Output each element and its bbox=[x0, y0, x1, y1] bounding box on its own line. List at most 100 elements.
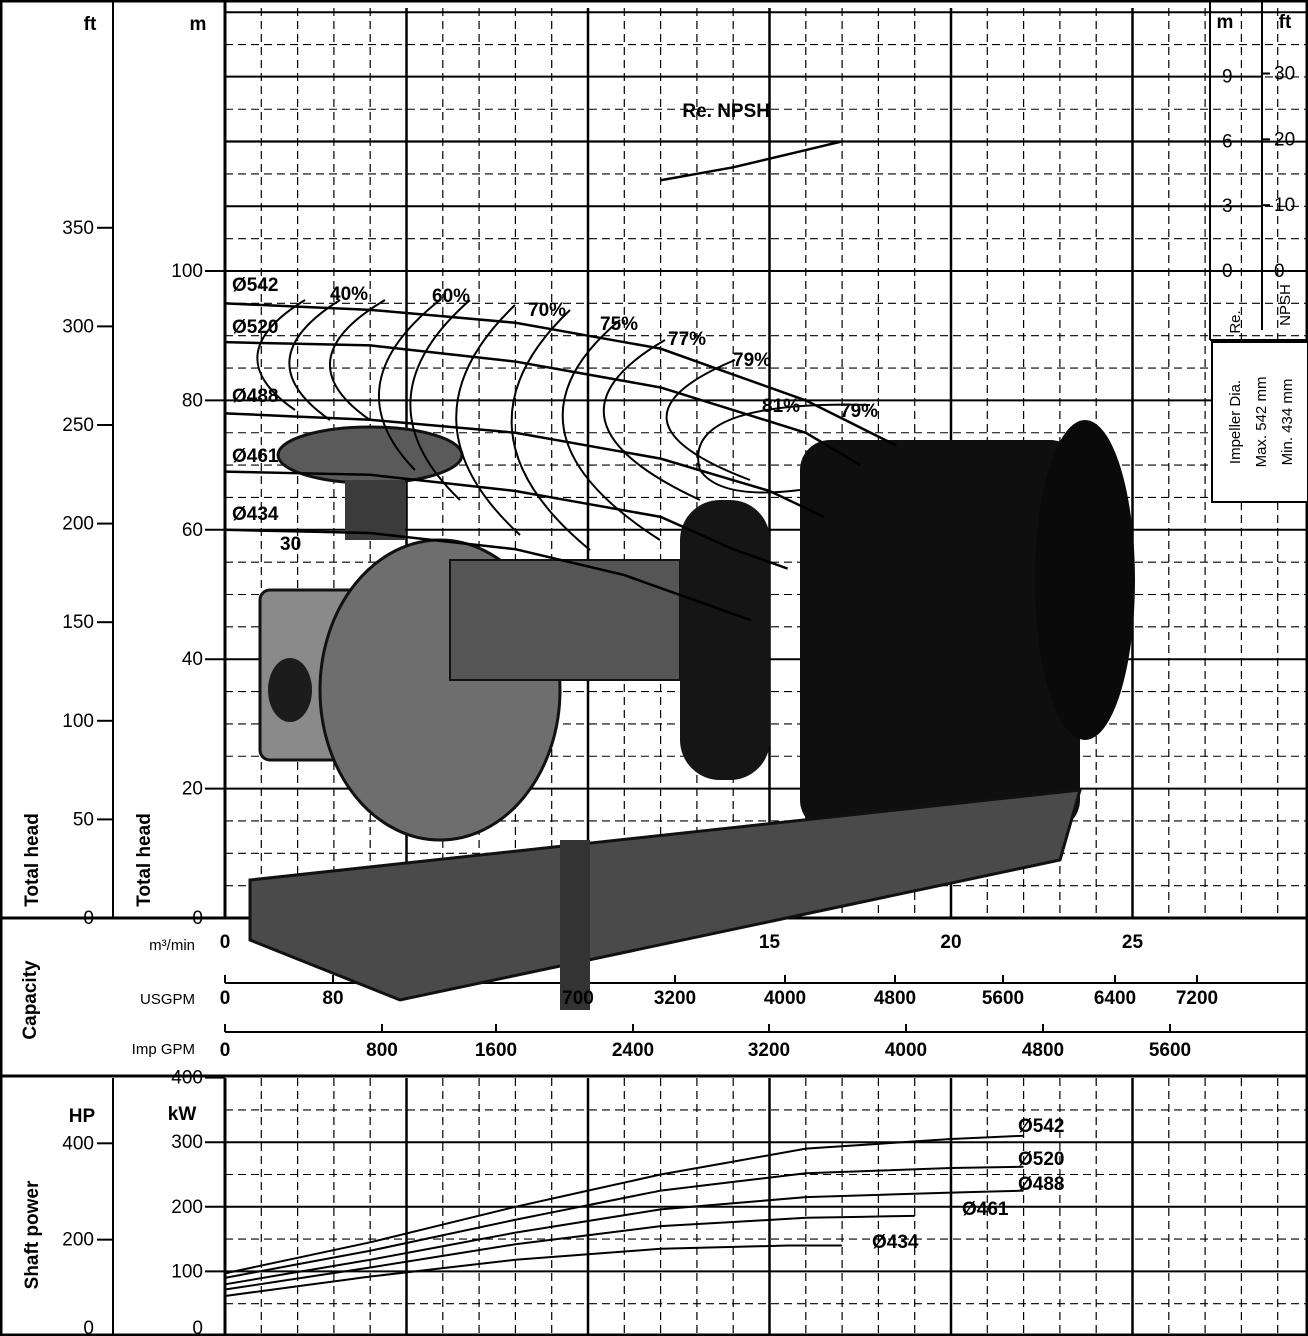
capacity-unit-m3min: m³/min bbox=[149, 937, 195, 954]
efficiency-label: 79% bbox=[840, 401, 878, 422]
npsh-tick-ft: 20 bbox=[1274, 129, 1295, 150]
head-tick-ft: 150 bbox=[62, 612, 94, 633]
pump-motor-end bbox=[1035, 420, 1135, 740]
tick-usgpm: 3200 bbox=[654, 988, 696, 1009]
efficiency-iso-line bbox=[409, 299, 471, 501]
efficiency-label: 79% bbox=[733, 350, 771, 371]
efficiency-iso-line bbox=[665, 359, 751, 481]
tick-usgpm: 6400 bbox=[1094, 988, 1136, 1009]
power-curve-d461 bbox=[224, 1214, 915, 1291]
head-curve-d461 bbox=[224, 470, 789, 570]
tick-usgpm: 80 bbox=[322, 988, 343, 1009]
pump-motor-body bbox=[800, 440, 1080, 830]
efficiency-label: 81% bbox=[762, 396, 800, 417]
efficiency-label: 30 bbox=[280, 534, 301, 555]
npsh-tick-ft: 10 bbox=[1274, 195, 1295, 216]
tick-impgpm: 1600 bbox=[475, 1040, 517, 1061]
power-curve-d434 bbox=[224, 1244, 843, 1297]
power-tick-kw: 0 bbox=[192, 1318, 203, 1336]
tick-usgpm: 700 bbox=[562, 988, 594, 1009]
efficiency-iso-line bbox=[455, 304, 521, 536]
power-curve-label: Ø542 bbox=[1018, 1116, 1064, 1137]
power-curve-d520 bbox=[224, 1165, 1025, 1279]
head-tick-ft: 100 bbox=[62, 711, 94, 732]
npsh-curve-label: Re. NPSH bbox=[682, 101, 770, 122]
tick-impgpm: 4000 bbox=[885, 1040, 927, 1061]
head-curve-label: Ø488 bbox=[232, 386, 278, 407]
head-tick-m: 60 bbox=[182, 520, 203, 541]
head-tick-ft: 350 bbox=[62, 218, 94, 239]
tick-m3min: 0 bbox=[220, 932, 231, 953]
tick-usgpm: 4000 bbox=[764, 988, 806, 1009]
tick-usgpm: 4800 bbox=[874, 988, 916, 1009]
power-tick-hp: 400 bbox=[62, 1133, 94, 1154]
impeller-note-line2: Max. 542 mm bbox=[1253, 377, 1270, 468]
tick-impgpm: 3200 bbox=[748, 1040, 790, 1061]
efficiency-iso-line bbox=[377, 299, 441, 471]
impeller-note-box bbox=[1211, 341, 1308, 503]
power-curve-label: Ø488 bbox=[1018, 1174, 1064, 1195]
power-curve-label: Ø461 bbox=[962, 1199, 1009, 1220]
power-tick-kw: 400 bbox=[171, 1068, 203, 1089]
tick-impgpm: 2400 bbox=[612, 1040, 654, 1061]
pump-neck bbox=[345, 480, 405, 540]
pump-baseplate bbox=[248, 788, 1083, 1002]
impeller-note-line1: Impeller Dia. bbox=[1227, 380, 1244, 464]
efficiency-label: 60% bbox=[432, 286, 470, 307]
npsh-tick-m: 0 bbox=[1222, 261, 1233, 282]
power-tick-hp: 200 bbox=[62, 1230, 94, 1251]
head-tick-ft: 0 bbox=[83, 908, 94, 929]
power-curve-label: Ø520 bbox=[1018, 1149, 1064, 1170]
power-curve-d542 bbox=[224, 1134, 1025, 1275]
head-tick-m: 20 bbox=[182, 779, 203, 800]
npsh-tick-m: 3 bbox=[1222, 196, 1233, 217]
capacity-unit-usgpm: USGPM bbox=[140, 991, 195, 1008]
head-tick-m: 0 bbox=[192, 908, 203, 929]
head-curve-label: Ø520 bbox=[232, 317, 278, 338]
power-ylabel: Shaft power bbox=[22, 1180, 43, 1289]
head-curve-d488 bbox=[224, 412, 825, 518]
tick-usgpm: 7200 bbox=[1176, 988, 1218, 1009]
ylabel-ft: Total head bbox=[22, 813, 43, 907]
pump-coupling-guard bbox=[680, 500, 770, 780]
tick-m3min: 20 bbox=[940, 932, 961, 953]
npsh-axis-label-2: NPSH bbox=[1277, 284, 1294, 326]
head-tick-m: 100 bbox=[171, 261, 203, 282]
tick-impgpm: 4800 bbox=[1022, 1040, 1064, 1061]
tick-impgpm: 5600 bbox=[1149, 1040, 1191, 1061]
efficiency-label: 40% bbox=[330, 284, 368, 305]
npsh-unit-m: m bbox=[1217, 12, 1234, 33]
head-tick-ft: 200 bbox=[62, 514, 94, 535]
unit-ft: ft bbox=[84, 14, 97, 35]
ylabel-m: Total head bbox=[134, 813, 155, 907]
tick-usgpm: 5600 bbox=[982, 988, 1024, 1009]
tick-m3min: 15 bbox=[759, 932, 781, 953]
efficiency-iso-line bbox=[288, 299, 341, 421]
head-tick-m: 40 bbox=[182, 649, 203, 670]
capacity-unit-impgpm: Imp GPM bbox=[132, 1041, 195, 1058]
efficiency-iso-line bbox=[510, 309, 591, 551]
efficiency-iso-line bbox=[602, 339, 701, 501]
tick-usgpm: 0 bbox=[220, 988, 231, 1009]
power-curve-d488 bbox=[224, 1189, 1024, 1286]
head-tick-m: 80 bbox=[182, 390, 203, 411]
head-curve-label: Ø434 bbox=[232, 504, 279, 525]
npsh-tick-m: 6 bbox=[1222, 131, 1233, 152]
npsh-tick-ft: 30 bbox=[1274, 63, 1295, 84]
head-tick-ft: 50 bbox=[73, 809, 94, 830]
head-curve-d434 bbox=[224, 528, 752, 622]
head-curve-d542 bbox=[224, 302, 898, 447]
power-unit-hp: HP bbox=[69, 1106, 96, 1127]
head-curve-d520 bbox=[224, 340, 861, 467]
pump-inlet-port bbox=[268, 658, 312, 722]
unit-m: m bbox=[190, 14, 207, 35]
head-curve-label: Ø542 bbox=[232, 275, 278, 296]
npsh-tick-m: 9 bbox=[1222, 67, 1233, 88]
npsh-axis-label-1: Re. bbox=[1227, 310, 1244, 333]
head-tick-ft: 250 bbox=[62, 415, 94, 436]
curves bbox=[224, 140, 1025, 1297]
impeller-note-line3: Min. 434 mm bbox=[1279, 379, 1296, 466]
